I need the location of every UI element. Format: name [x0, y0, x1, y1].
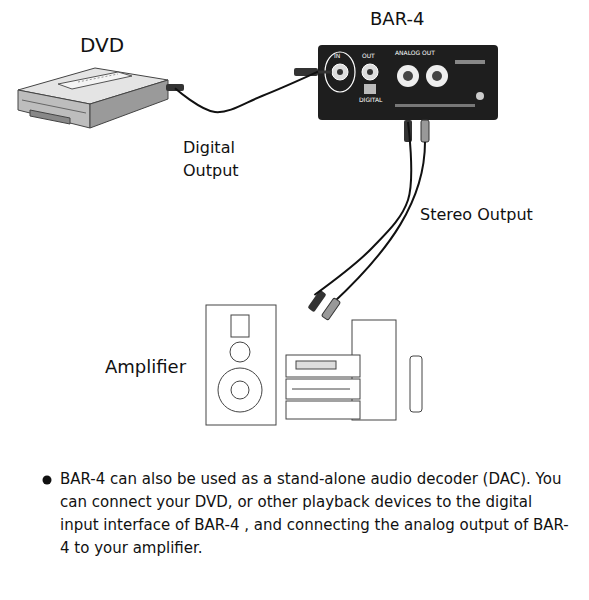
note-text: BAR-4 can also be used as a stand-alone … — [60, 468, 575, 560]
node-title: DVD — [80, 33, 124, 57]
bullet-dot — [43, 476, 52, 485]
port-label: ANALOG OUT — [395, 50, 435, 57]
audio-cable — [314, 122, 411, 295]
dvd-player: DVD — [10, 30, 175, 140]
amplifier-drawing — [206, 305, 422, 425]
connection-label: Digital Output — [183, 136, 258, 182]
port-label: IN — [334, 53, 340, 60]
node-title: Amplifier — [105, 356, 186, 378]
dvd-player-drawing — [18, 68, 168, 128]
port-label: DIGITAL — [359, 97, 382, 104]
amplifier-system: Amplifier — [100, 295, 435, 430]
audio-cable — [175, 72, 318, 112]
cable-plugs — [166, 68, 429, 320]
port-label: OUT — [362, 53, 375, 60]
connection-label: Stereo Output — [420, 203, 533, 226]
bar4-device: BAR-4 — [318, 5, 498, 122]
bar4-device-drawing — [318, 45, 498, 120]
node-title: BAR-4 — [370, 8, 424, 30]
